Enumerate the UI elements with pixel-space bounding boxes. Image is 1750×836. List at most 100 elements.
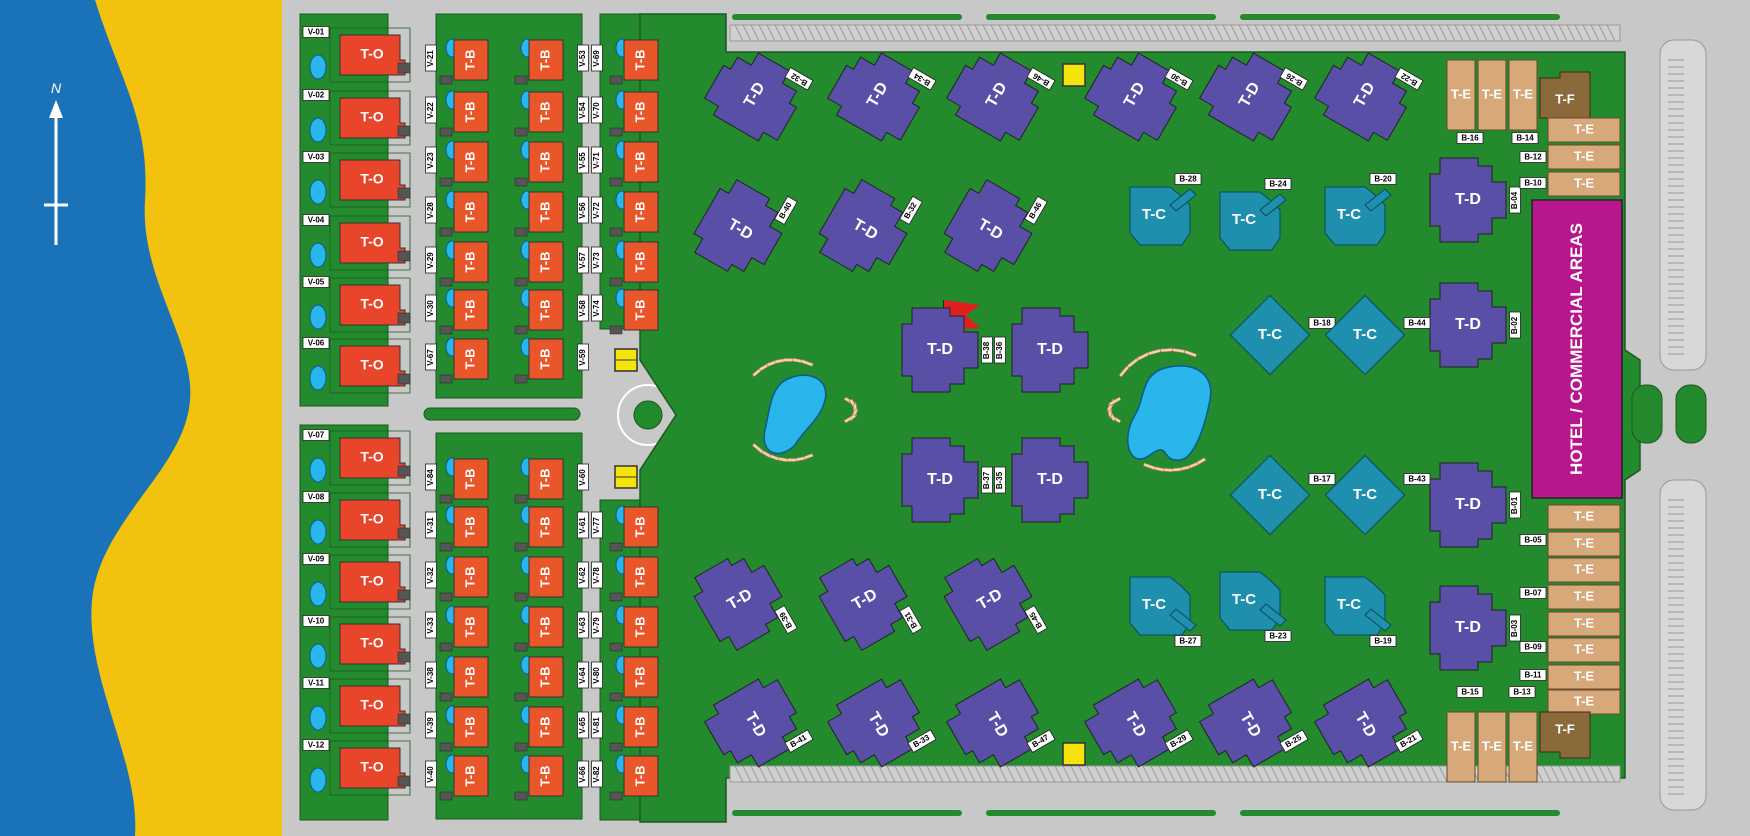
unit-tb[interactable]: T-B bbox=[514, 240, 564, 287]
unit-building[interactable] bbox=[623, 39, 659, 81]
unit-tb[interactable]: T-B bbox=[514, 754, 564, 801]
td-building[interactable] bbox=[686, 545, 794, 656]
unit-tb[interactable]: T-BV-84 bbox=[425, 457, 489, 504]
unit-td[interactable]: T-DB-46 bbox=[942, 38, 1056, 149]
hotel-block[interactable]: HOTEL / COMMERCIAL AREAS bbox=[1531, 199, 1623, 499]
unit-tb[interactable]: T-B bbox=[514, 90, 564, 137]
td-building[interactable] bbox=[1011, 307, 1089, 393]
unit-td[interactable]: T-DB-26 bbox=[1195, 38, 1309, 149]
unit-te[interactable]: T-E bbox=[1446, 59, 1476, 131]
villa-building[interactable] bbox=[339, 97, 406, 139]
unit-td[interactable]: T-DB-45 bbox=[936, 545, 1049, 665]
unit-te[interactable]: T-E bbox=[1547, 664, 1621, 690]
unit-tf[interactable]: T-F bbox=[1539, 71, 1591, 119]
tc-building[interactable] bbox=[1229, 454, 1311, 536]
villa-building[interactable] bbox=[339, 345, 406, 387]
unit-te[interactable]: T-E bbox=[1508, 711, 1538, 783]
unit-building[interactable] bbox=[453, 556, 489, 598]
unit-building[interactable] bbox=[528, 141, 564, 183]
td-building[interactable] bbox=[1429, 585, 1507, 671]
villa-to[interactable]: T-OV-04 bbox=[302, 214, 411, 271]
td-building[interactable] bbox=[823, 671, 934, 779]
unit-building[interactable] bbox=[528, 458, 564, 500]
unit-td[interactable]: T-D bbox=[1011, 437, 1089, 523]
unit-building[interactable] bbox=[528, 91, 564, 133]
unit-building[interactable] bbox=[453, 191, 489, 233]
unit-tb[interactable]: T-BV-77 bbox=[591, 505, 659, 552]
unit-td[interactable]: T-DB-39 bbox=[686, 545, 799, 665]
te-building[interactable] bbox=[1547, 557, 1621, 583]
unit-te[interactable]: T-E bbox=[1547, 504, 1621, 530]
unit-tc[interactable]: T-CB-28 bbox=[1129, 173, 1202, 246]
unit-tb[interactable]: T-BV-80 bbox=[591, 655, 659, 702]
unit-tb[interactable]: T-B bbox=[514, 337, 564, 384]
te-building[interactable] bbox=[1547, 504, 1621, 530]
unit-tb[interactable]: T-B bbox=[514, 605, 564, 652]
unit-te[interactable]: T-E bbox=[1508, 59, 1538, 131]
te-building[interactable] bbox=[1446, 59, 1476, 131]
unit-te[interactable]: T-E bbox=[1547, 557, 1621, 583]
unit-tc[interactable]: T-CB-19 bbox=[1324, 576, 1397, 647]
villa-to[interactable]: T-OV-12 bbox=[302, 739, 411, 796]
unit-tb[interactable]: T-B bbox=[514, 288, 564, 335]
td-building[interactable] bbox=[901, 307, 979, 393]
unit-tc[interactable]: T-CB-27 bbox=[1129, 576, 1202, 647]
td-building[interactable] bbox=[700, 671, 811, 779]
te-building[interactable] bbox=[1547, 584, 1621, 610]
unit-te[interactable]: T-E bbox=[1547, 584, 1621, 610]
unit-building[interactable] bbox=[453, 39, 489, 81]
unit-te[interactable]: T-E bbox=[1547, 171, 1621, 197]
unit-building[interactable] bbox=[623, 556, 659, 598]
td-building[interactable] bbox=[1080, 671, 1191, 779]
unit-building[interactable] bbox=[453, 755, 489, 797]
unit-building[interactable] bbox=[528, 241, 564, 283]
te-building[interactable] bbox=[1446, 711, 1476, 783]
unit-building[interactable] bbox=[623, 606, 659, 648]
unit-tb[interactable]: T-BV-81 bbox=[591, 705, 659, 752]
unit-td[interactable]: T-D bbox=[1429, 462, 1507, 548]
unit-tb[interactable]: T-BV-73 bbox=[591, 240, 659, 287]
unit-tb[interactable]: T-BV-67 bbox=[425, 337, 489, 384]
td-building[interactable] bbox=[936, 545, 1044, 656]
unit-building[interactable] bbox=[453, 458, 489, 500]
unit-building[interactable] bbox=[453, 706, 489, 748]
td-building[interactable] bbox=[942, 41, 1053, 149]
unit-td[interactable]: T-DB-47 bbox=[942, 671, 1056, 782]
unit-tb[interactable]: T-BV-71 bbox=[591, 140, 659, 187]
unit-tb[interactable]: T-BV-40 bbox=[425, 754, 489, 801]
unit-te[interactable]: T-E bbox=[1547, 144, 1621, 170]
unit-building[interactable] bbox=[528, 506, 564, 548]
villa-building[interactable] bbox=[339, 159, 406, 201]
te-building[interactable] bbox=[1547, 689, 1621, 715]
unit-td[interactable]: T-DB-31 bbox=[811, 545, 924, 665]
unit-tb[interactable]: T-BV-79 bbox=[591, 605, 659, 652]
unit-building[interactable] bbox=[453, 656, 489, 698]
tf-building[interactable] bbox=[1539, 711, 1591, 759]
yellow-marker[interactable] bbox=[1062, 742, 1086, 766]
unit-building[interactable] bbox=[623, 289, 659, 331]
unit-building[interactable] bbox=[453, 506, 489, 548]
unit-te[interactable]: T-E bbox=[1547, 637, 1621, 663]
td-building[interactable] bbox=[811, 545, 919, 656]
unit-td[interactable]: T-D bbox=[1429, 585, 1507, 671]
unit-td[interactable]: T-DB-22 bbox=[1310, 38, 1424, 149]
td-building[interactable] bbox=[823, 41, 934, 149]
unit-building[interactable] bbox=[623, 241, 659, 283]
td-building[interactable] bbox=[1429, 282, 1507, 368]
villa-to[interactable]: T-OV-05 bbox=[302, 276, 411, 333]
unit-tb[interactable]: T-BV-22 bbox=[425, 90, 489, 137]
unit-td[interactable]: T-D bbox=[901, 307, 979, 393]
unit-td[interactable]: T-D bbox=[1429, 157, 1507, 243]
te-building[interactable] bbox=[1477, 711, 1507, 783]
unit-tc[interactable]: T-CB-23 bbox=[1219, 571, 1292, 642]
unit-tc[interactable]: T-CB-20 bbox=[1324, 173, 1397, 246]
unit-building[interactable] bbox=[623, 755, 659, 797]
pool-right[interactable] bbox=[1127, 365, 1212, 461]
tc-building[interactable] bbox=[1324, 294, 1406, 376]
unit-te[interactable]: T-E bbox=[1547, 117, 1621, 143]
unit-tc[interactable] bbox=[1324, 454, 1406, 536]
villa-to[interactable]: T-OV-08 bbox=[302, 491, 411, 548]
te-building[interactable] bbox=[1547, 531, 1621, 557]
unit-building[interactable] bbox=[453, 606, 489, 648]
unit-building[interactable] bbox=[623, 706, 659, 748]
